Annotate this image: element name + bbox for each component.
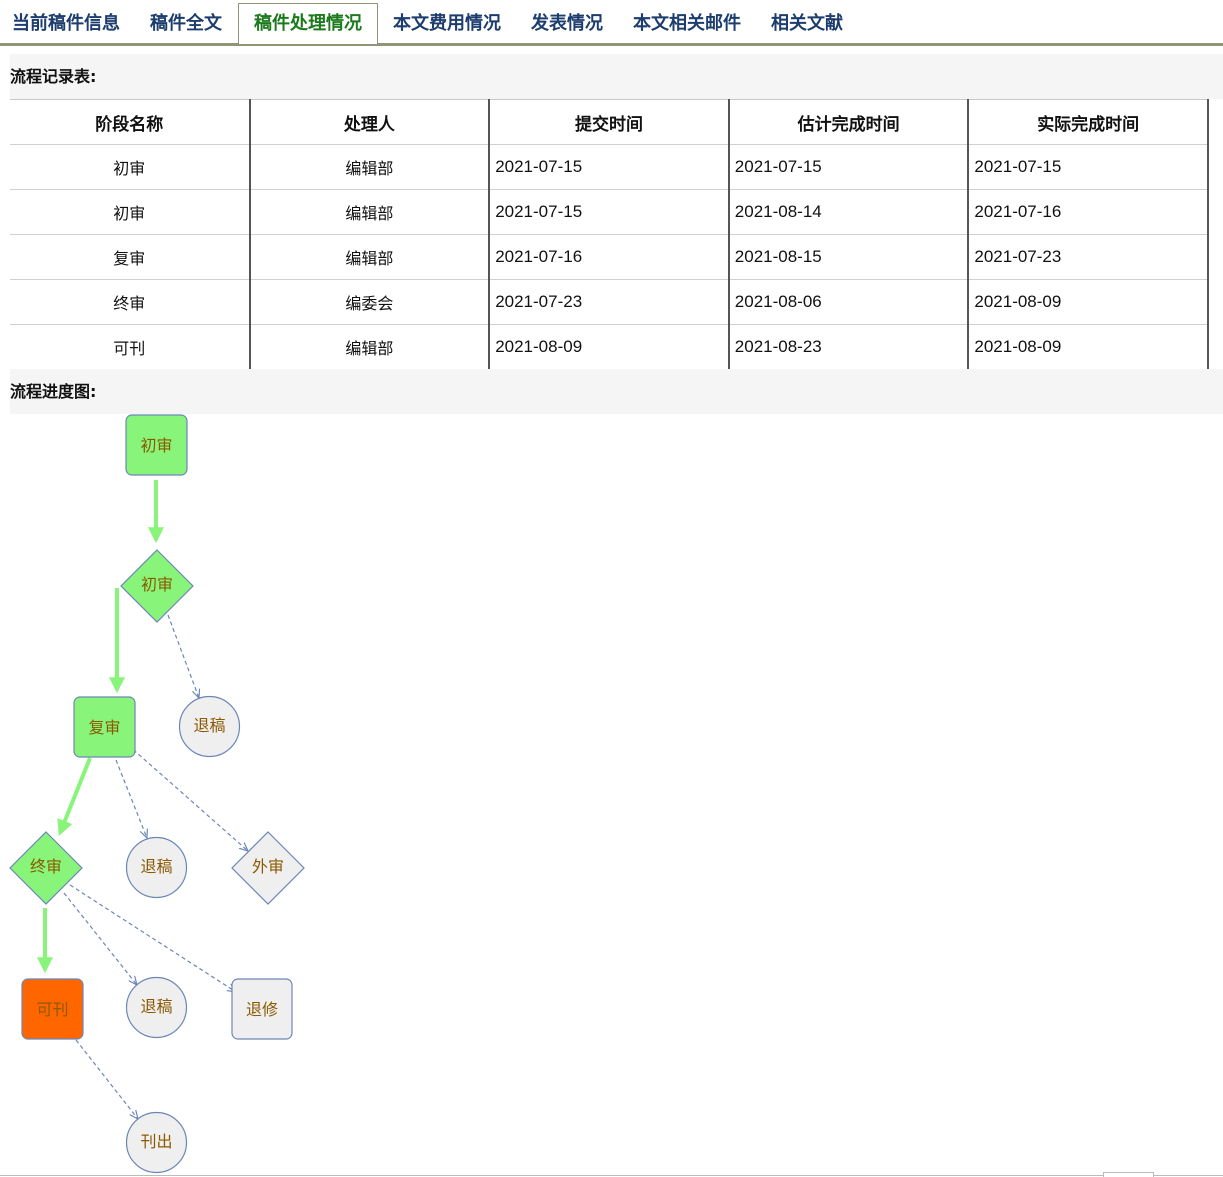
node-label: 可刊 [36, 1000, 68, 1019]
handler-cell: 编辑部 [248, 189, 490, 235]
actual-time-cell: 2021-07-23 [967, 234, 1209, 280]
node-revise: 退修 [231, 978, 293, 1040]
bottom-divider [0, 1175, 1223, 1176]
submit-time-cell: 2021-07-23 [488, 279, 729, 325]
tab-manuscript-info[interactable]: 当前稿件信息 [12, 13, 120, 34]
node-reject-1: 退稿 [178, 695, 241, 758]
node-label: 终审 [30, 857, 62, 876]
stage-cell: 可刊 [10, 324, 250, 370]
tab-processing-status[interactable]: 稿件处理情况 [238, 3, 378, 44]
node-label: 退稿 [140, 857, 172, 876]
tab-publication[interactable]: 发表情况 [531, 13, 603, 34]
records-heading: 流程记录表: [10, 54, 1223, 99]
stage-cell: 终审 [10, 279, 250, 325]
node-label: 外审 [252, 857, 284, 876]
node-label: 初审 [141, 575, 173, 594]
node-published: 刊出 [125, 1111, 188, 1174]
submit-time-cell: 2021-07-16 [488, 234, 729, 280]
node-external-review: 外审 [231, 831, 305, 905]
node-final-review: 终审 [9, 831, 83, 905]
tab-fees[interactable]: 本文费用情况 [393, 13, 501, 34]
stage-cell: 初审 [10, 144, 250, 190]
flow-arrow [75, 1039, 138, 1119]
estimated-time-cell: 2021-08-15 [727, 234, 969, 280]
tab-full-text[interactable]: 稿件全文 [150, 13, 222, 34]
tab-related-literature[interactable]: 相关文献 [771, 13, 843, 34]
tab-bar: 当前稿件信息 稿件全文 稿件处理情况 本文费用情况 发表情况 本文相关邮件 相关… [0, 0, 1223, 46]
flow-arrow [57, 757, 92, 836]
flow-arrow [63, 892, 137, 985]
column-header: 实际完成时间 [967, 99, 1209, 145]
flow-heading: 流程进度图: [10, 369, 1223, 414]
column-header: 估计完成时间 [727, 99, 969, 145]
column-header: 提交时间 [488, 99, 729, 145]
handler-cell: 编辑部 [248, 234, 490, 280]
estimated-time-cell: 2021-08-14 [727, 189, 969, 235]
stage-cell: 复审 [10, 234, 250, 280]
stage-cell: 初审 [10, 189, 250, 235]
node-label: 初审 [140, 436, 172, 455]
node-label: 退稿 [140, 997, 172, 1016]
submit-time-cell: 2021-08-09 [488, 324, 729, 370]
flow-diagram: 初审 初审 退稿 复审 退稿 外审 终审 退稿 退修 可刊 刊出 [9, 414, 305, 1174]
node-label: 退稿 [193, 716, 225, 735]
table-row: 初审 编辑部 2021-07-15 2021-08-14 2021-07-16 [10, 189, 1209, 235]
records-table: 阶段名称 处理人 提交时间 估计完成时间 实际完成时间 初审 编辑部 2021-… [10, 99, 1209, 370]
node-first-review-decision: 初审 [120, 549, 194, 623]
node-first-review: 初审 [125, 414, 188, 476]
table-row: 初审 编辑部 2021-07-15 2021-07-15 2021-07-15 [10, 144, 1209, 190]
handler-cell: 编辑部 [248, 324, 490, 370]
flow-arrow [127, 744, 248, 851]
node-label: 复审 [88, 718, 120, 737]
node-second-review: 复审 [73, 696, 136, 758]
tab-related-emails[interactable]: 本文相关邮件 [633, 13, 741, 34]
table-row: 终审 编委会 2021-07-23 2021-08-06 2021-08-09 [10, 279, 1209, 325]
actual-time-cell: 2021-07-15 [967, 144, 1209, 190]
submit-time-cell: 2021-07-15 [488, 189, 729, 235]
node-reject-2: 退稿 [125, 836, 188, 899]
node-reject-3: 退稿 [125, 976, 188, 1039]
node-label: 退修 [246, 1000, 278, 1019]
actual-time-cell: 2021-08-09 [967, 324, 1209, 370]
handler-cell: 编委会 [248, 279, 490, 325]
tab-underline [0, 43, 1223, 46]
estimated-time-cell: 2021-08-06 [727, 279, 969, 325]
table-row: 复审 编辑部 2021-07-16 2021-08-15 2021-07-23 [10, 234, 1209, 280]
flow-arrow [69, 884, 236, 992]
actual-time-cell: 2021-07-16 [967, 189, 1209, 235]
estimated-time-cell: 2021-08-23 [727, 324, 969, 370]
table-row: 可刊 编辑部 2021-08-09 2021-08-23 2021-08-09 [10, 324, 1209, 370]
bottom-tab-edge [1103, 1172, 1154, 1177]
flow-arrow [115, 759, 147, 838]
column-header: 处理人 [248, 99, 490, 145]
column-header: 阶段名称 [10, 99, 250, 145]
actual-time-cell: 2021-08-09 [967, 279, 1209, 325]
estimated-time-cell: 2021-07-15 [727, 144, 969, 190]
flow-arrow [167, 614, 199, 698]
node-accepted: 可刊 [21, 978, 84, 1040]
table-header-row: 阶段名称 处理人 提交时间 估计完成时间 实际完成时间 [10, 99, 1209, 145]
handler-cell: 编辑部 [248, 144, 490, 190]
submit-time-cell: 2021-07-15 [488, 144, 729, 190]
node-label: 刊出 [140, 1132, 172, 1151]
